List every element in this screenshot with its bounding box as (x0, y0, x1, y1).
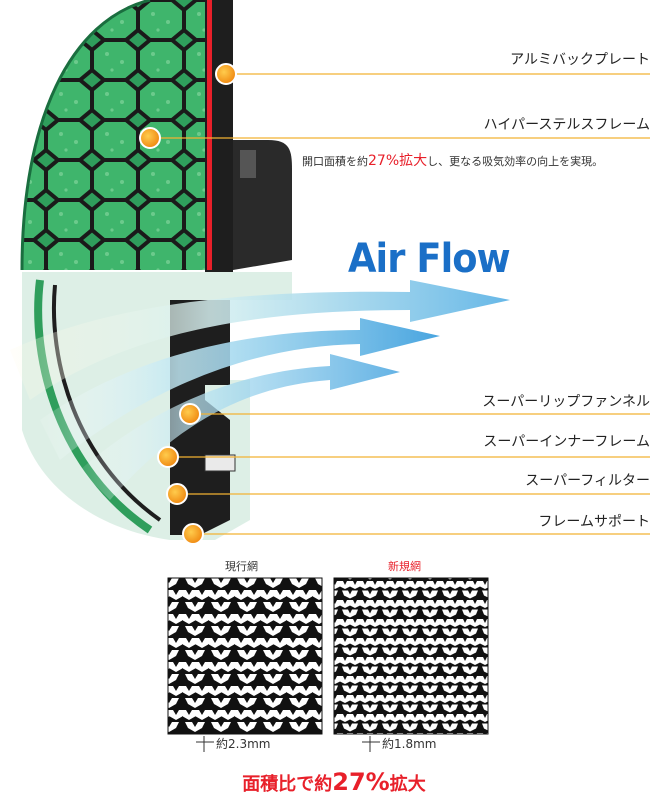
callout-dot-lip-funnel (179, 403, 201, 425)
summary-value: 27% (332, 768, 390, 796)
callout-dot-inner-frame (157, 446, 179, 468)
back-plate (205, 0, 292, 272)
summary-before: 面積比で約 (242, 774, 333, 795)
callout-dot-frame-support (182, 523, 204, 545)
mesh-new-caption: 新規網 (388, 560, 421, 573)
description-after: し、更なる吸気効率の向上を実現。 (427, 155, 604, 168)
callout-dots (139, 63, 237, 545)
mesh-current-caption: 現行網 (225, 560, 258, 573)
callout-label-stealth-frame: ハイパーステルスフレーム (483, 117, 650, 133)
air-flow-title: Air Flow (348, 236, 511, 282)
callout-dot-stealth-frame (139, 127, 161, 149)
filter-dome (20, 0, 215, 271)
callout-label-filter: スーパーフィルター (525, 473, 650, 489)
area-increase-summary: 面積比で約27%拡大 (0, 768, 668, 796)
callout-label-back-plate: アルミバックプレート (510, 52, 650, 68)
mesh-current-sample (167, 577, 323, 752)
mesh-new-sample (333, 577, 489, 752)
callout-label-inner-frame: スーパーインナーフレーム (483, 434, 650, 450)
description-highlight: 27%拡大 (368, 153, 428, 169)
mesh-new-dimension: 約1.8mm (382, 737, 437, 751)
description-before: 開口面積を約 (302, 155, 368, 168)
stealth-frame-description: 開口面積を約27%拡大し、更なる吸気効率の向上を実現。 (302, 150, 603, 170)
mesh-current-dimension: 約2.3mm (216, 737, 271, 751)
air-flow-arrows (10, 280, 510, 500)
callout-dot-filter (166, 483, 188, 505)
summary-after: 拡大 (389, 774, 426, 795)
leader-lines (150, 73, 650, 535)
callout-label-lip-funnel: スーパーリップファンネル (482, 394, 650, 410)
callout-label-frame-support: フレームサポート (538, 514, 650, 530)
callout-dot-back-plate (215, 63, 237, 85)
